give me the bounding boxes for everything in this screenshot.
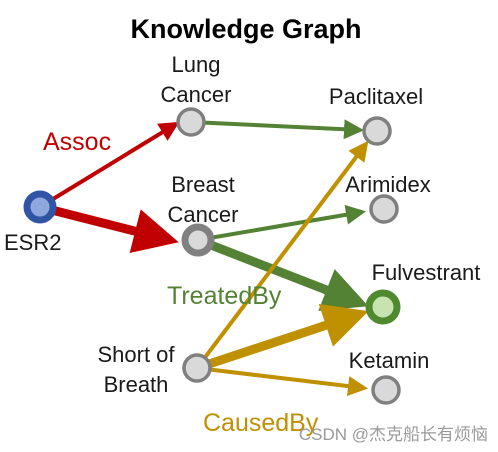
node-fulvestrant[interactable] [365,289,401,325]
relation-label-caused-by: CausedBy [203,409,319,437]
node-label-ketamin: Ketamin [349,348,430,373]
node-lung-cancer[interactable] [176,107,206,137]
node-label-breast-line2: Cancer [168,202,239,227]
edge-breast-cancer-arimidex [197,204,366,242]
edge-short-of-breath-paclitaxel [195,140,369,370]
node-label-sob-line2: Breath [104,372,169,397]
node-paclitaxel[interactable] [362,116,392,146]
edge-lung-cancer-paclitaxel [190,119,364,140]
node-label-lung-line2: Cancer [161,82,232,107]
node-breast-cancer[interactable] [181,223,215,257]
node-esr2[interactable] [23,190,57,224]
relation-label-treated-by: TreatedBy [167,282,282,310]
watermark-text: CSDN @杰克船长有烦恼 [299,425,488,444]
node-label-paclitaxel: Paclitaxel [329,84,423,109]
diagram-title: Knowledge Graph [130,14,361,44]
edge-short-of-breath-fulvestrant [195,303,369,373]
edge-esr2-lung-cancer [38,121,180,209]
node-label-breast-line1: Breast [171,172,235,197]
edge-short-of-breath-ketamin [196,366,368,397]
relation-label-assoc: Assoc [43,128,111,156]
edge-esr2-breast-cancer [38,202,179,253]
node-label-lung-line1: Lung [172,52,221,77]
node-label-arimidex: Arimidex [345,172,431,197]
node-arimidex[interactable] [369,194,399,224]
node-label-sob-line1: Short of [97,342,175,367]
node-short-of-breath[interactable] [182,353,212,383]
node-ketamin[interactable] [371,375,401,405]
edge-breast-cancer-fulvestrant [196,235,369,311]
node-label-fulvestrant: Fulvestrant [372,260,481,285]
node-label-esr2: ESR2 [4,230,61,255]
